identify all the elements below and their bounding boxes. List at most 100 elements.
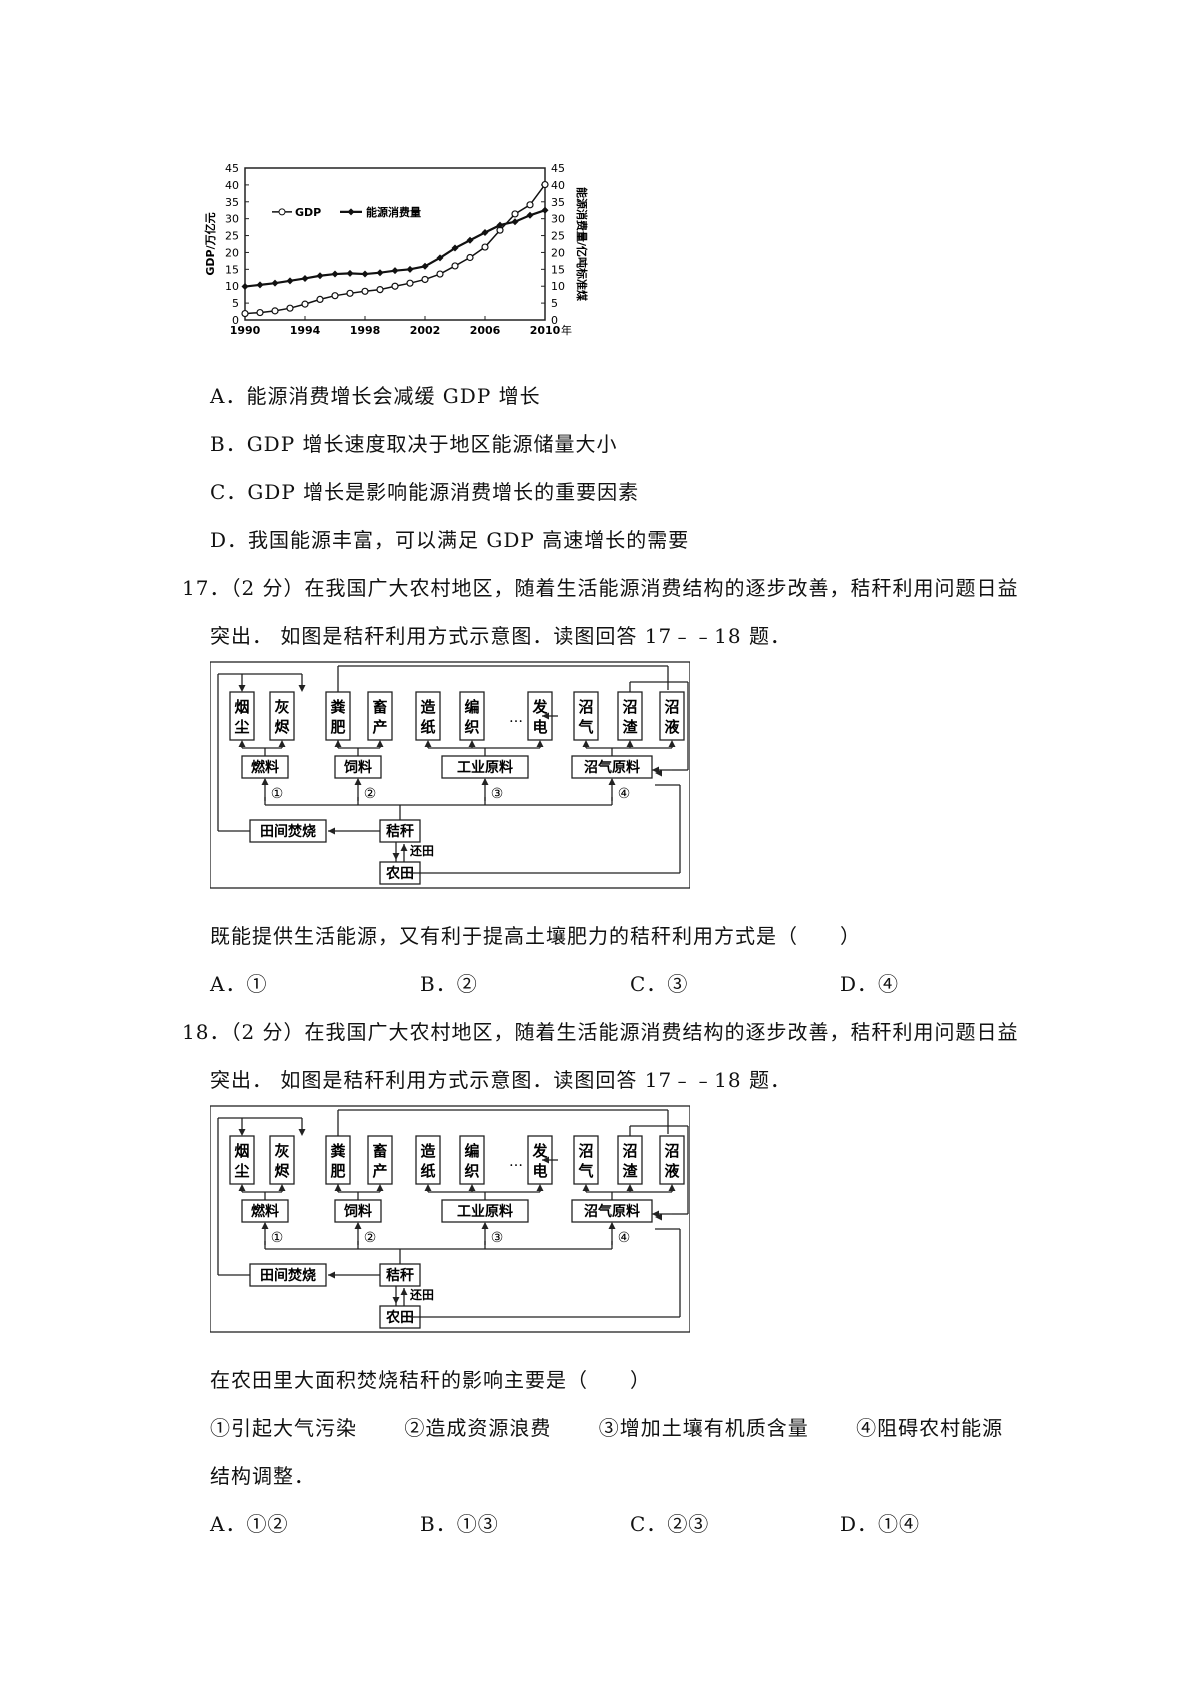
top-box-text-2: 产 [372, 1162, 387, 1180]
arrow-head [354, 778, 362, 785]
top-box [617, 691, 643, 741]
q18-option-c[interactable]: C．②③ [630, 1512, 710, 1536]
legend-gdp-label: GDP [295, 206, 321, 219]
q18-option-a[interactable]: A．①② [210, 1512, 289, 1536]
y-tick-label: 40 [225, 179, 239, 192]
x-tick-label: 1998 [350, 324, 381, 337]
q18-statement-4: ④阻碍农村能源 [856, 1416, 1004, 1440]
top-box-text-1: 灰 [274, 1142, 289, 1160]
y2-axis-label: 能源消费量/亿吨标准煤 [575, 187, 589, 302]
q17-option-d[interactable]: D．④ [840, 972, 900, 996]
q17-option-b[interactable]: B．② [420, 972, 478, 996]
q18-question: 在农田里大面积焚烧秸秆的影响主要是（ ） [210, 1368, 651, 1392]
top-box-text-2: 渣 [622, 718, 638, 736]
energy-point [421, 262, 429, 270]
energy-point [286, 277, 294, 285]
q17-option-c[interactable]: C．③ [630, 972, 689, 996]
energy-point [511, 218, 519, 226]
arrow-head [261, 778, 269, 785]
ellipsis-text: … [509, 1154, 523, 1170]
top-box-text-2: 液 [664, 1162, 680, 1180]
arrow-head [542, 1156, 549, 1164]
q16-option-b[interactable]: B．GDP 增长速度取决于地区能源储量大小 [210, 432, 618, 456]
top-box-text-2: 气 [577, 718, 593, 736]
y2-tick-label: 45 [551, 162, 565, 175]
top-box-text-1: 发 [531, 1142, 548, 1160]
q18-option-b[interactable]: B．①③ [420, 1512, 499, 1536]
energy-point [496, 221, 504, 229]
gdp-point [286, 304, 294, 312]
gdp-point [466, 253, 474, 262]
energy-point [526, 211, 534, 219]
arrow-head [392, 1297, 400, 1304]
arrow-head [238, 1129, 246, 1136]
arrow-head [376, 1184, 384, 1191]
y2-tick-label: 0 [551, 314, 558, 327]
energy-point [256, 281, 264, 289]
q16-option-c[interactable]: C．GDP 增长是影响能源消费增长的重要因素 [210, 480, 640, 504]
arrow-head [400, 844, 408, 851]
q18-statement-cont: 结构调整． [210, 1464, 315, 1488]
q17-stem-line1: 17．（2 分）在我国广大农村地区，随着生活能源消费结构的逐步改善，秸秆利用问题… [182, 576, 1019, 600]
gdp-point [391, 282, 399, 290]
mid-box-text: 工业原料 [457, 1203, 513, 1220]
arrow-head [328, 1271, 335, 1279]
arrow-head [608, 778, 616, 785]
arrow-head [238, 685, 246, 692]
arrow-head [582, 1184, 590, 1191]
gdp-point [316, 295, 324, 303]
top-box-text-1: 畜 [372, 698, 387, 716]
energy-point [241, 283, 249, 291]
arrow-head [376, 740, 384, 747]
q18-statement-1: ①引起大气污染 [210, 1416, 357, 1440]
top-box [459, 691, 485, 741]
energy-point [406, 265, 414, 273]
gdp-point [241, 309, 249, 318]
mid-box-text: 燃料 [251, 759, 279, 776]
y-tick-label: 30 [225, 213, 239, 226]
top-box-text-1: 烟 [234, 1142, 249, 1160]
gdp-point [526, 201, 534, 209]
arrow-head [278, 1184, 286, 1191]
energy-point [271, 279, 279, 287]
top-box-text-2: 气 [577, 1162, 593, 1180]
gdp-point [511, 210, 519, 218]
circled-number: ① [271, 786, 284, 802]
arrow-head [238, 740, 246, 747]
arrow-head [668, 740, 676, 747]
gdp-point [271, 307, 279, 315]
arrow-head [298, 1129, 306, 1136]
arrow-head [468, 740, 476, 747]
q18-option-d[interactable]: D．①④ [840, 1512, 921, 1536]
circled-number: ③ [491, 786, 504, 802]
top-box-text-2: 烬 [274, 718, 290, 736]
top-box-text-2: 电 [532, 1162, 547, 1180]
x-tick-label: 2010 [530, 324, 561, 337]
y2-tick-label: 40 [551, 179, 565, 192]
y-axis-label: GDP/万亿元 [203, 212, 217, 275]
field-text: 农田 [385, 865, 414, 882]
arrow-head [655, 1213, 662, 1221]
top-box-text-2: 肥 [330, 1162, 345, 1180]
y-tick-label: 35 [225, 196, 239, 209]
arrow-head [261, 1222, 269, 1229]
top-box-text-1: 造 [420, 1142, 435, 1160]
circled-number: ② [364, 786, 377, 802]
series-line-1 [244, 184, 546, 315]
top-box-text-1: 烟 [234, 698, 249, 716]
y-tick-label: 5 [232, 297, 239, 310]
mid-box-text: 饲料 [343, 1203, 372, 1220]
q17-option-a[interactable]: A．① [210, 972, 268, 996]
arrow-head [424, 740, 432, 747]
top-box [659, 691, 685, 741]
q16-option-d[interactable]: D．我国能源丰富，可以满足 GDP 高速增长的需要 [210, 528, 690, 552]
straw-text: 秸秆 [386, 823, 414, 840]
arrow-head [328, 827, 335, 835]
top-box [659, 1135, 685, 1185]
q16-option-a[interactable]: A．能源消费增长会减缓 GDP 增长 [210, 384, 541, 408]
top-box-text-1: 发 [531, 698, 548, 716]
top-box [415, 691, 441, 741]
